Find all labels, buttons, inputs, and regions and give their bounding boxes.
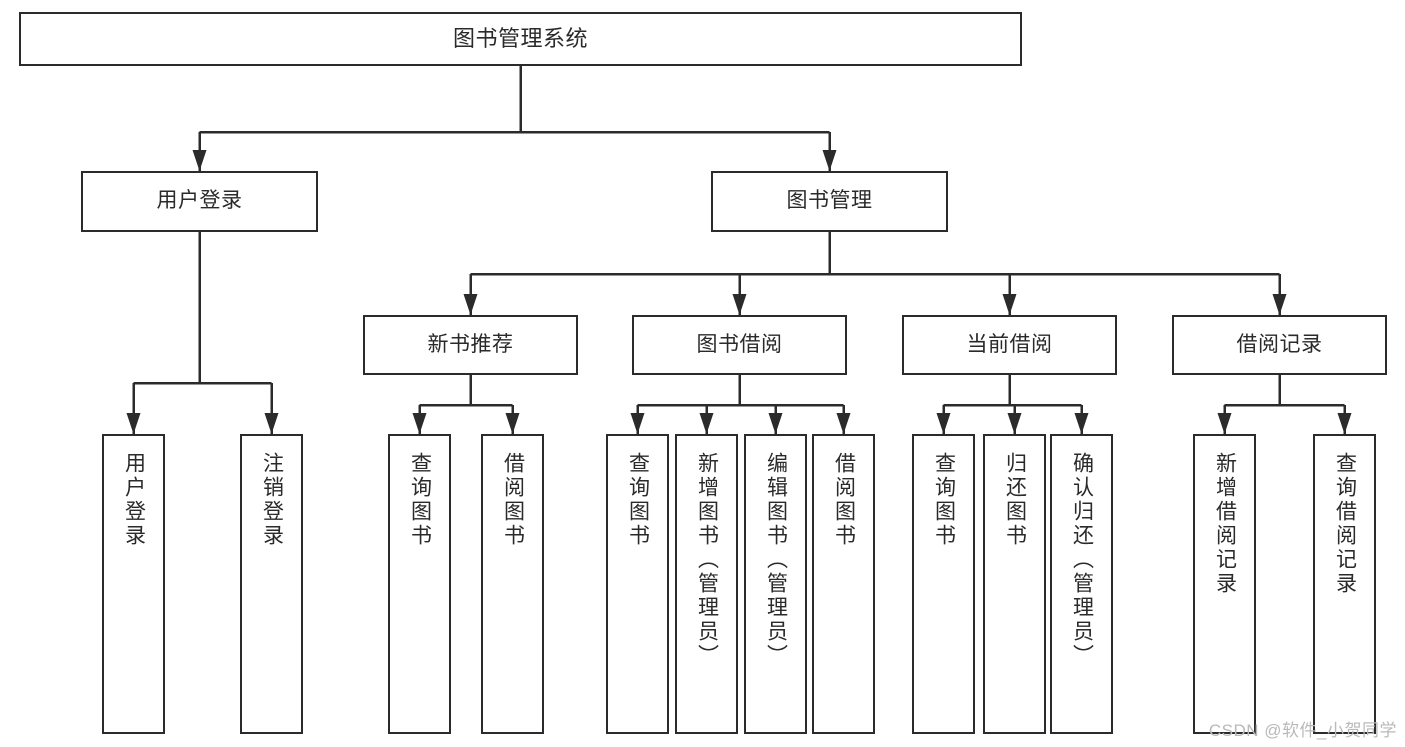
node-leaf-login-1[interactable]: 用户登录	[102, 434, 165, 734]
edge-arrowhead	[1074, 413, 1089, 434]
node-leaf-cur-3[interactable]: 确认归还（管理员）	[1050, 434, 1113, 734]
node-label: 新增图书（管理员）	[695, 452, 719, 668]
edge-arrowhead	[630, 413, 645, 434]
node-label: 查询借阅记录	[1333, 452, 1357, 596]
edge-arrowhead	[1002, 294, 1017, 315]
node-root[interactable]: 图书管理系统	[19, 12, 1022, 66]
node-bookmgmt[interactable]: 图书管理	[711, 171, 948, 232]
edge-arrowhead	[768, 413, 783, 434]
edge-arrowhead	[264, 413, 279, 434]
node-label: 归还图书	[1003, 452, 1027, 548]
node-leaf-bor-1[interactable]: 查询图书	[606, 434, 669, 734]
node-label: 新增借阅记录	[1213, 452, 1237, 596]
node-label: 查询图书	[932, 452, 956, 548]
node-label: 注销登录	[260, 452, 284, 548]
edge-arrowhead	[1272, 294, 1287, 315]
node-current[interactable]: 当前借阅	[902, 315, 1117, 375]
node-leaf-new-1[interactable]: 查询图书	[388, 434, 451, 734]
node-label: 借阅图书	[501, 452, 525, 548]
node-label: 查询图书	[408, 452, 432, 548]
node-borrow[interactable]: 图书借阅	[632, 315, 847, 375]
edge-arrowhead	[126, 413, 141, 434]
node-label: 借阅图书	[832, 452, 856, 548]
edge-arrowhead	[822, 150, 837, 171]
edge-arrowhead	[699, 413, 714, 434]
node-label: 编辑图书（管理员）	[764, 452, 788, 668]
node-label: 确认归还（管理员）	[1070, 452, 1094, 668]
node-label: 图书管理	[786, 189, 873, 213]
edge-arrowhead	[505, 413, 520, 434]
edge-arrowhead	[936, 413, 951, 434]
node-leaf-cur-2[interactable]: 归还图书	[983, 434, 1046, 734]
edge-arrowhead	[463, 294, 478, 315]
node-label: 借阅记录	[1236, 332, 1323, 356]
csdn-watermark: CSDN @软件_小贺同学	[1208, 721, 1397, 740]
node-label: 用户登录	[156, 189, 243, 213]
node-records[interactable]: 借阅记录	[1172, 315, 1387, 375]
node-leaf-rec-1[interactable]: 新增借阅记录	[1193, 434, 1256, 734]
node-leaf-new-2[interactable]: 借阅图书	[481, 434, 544, 734]
node-leaf-bor-4[interactable]: 借阅图书	[812, 434, 875, 734]
node-label: 用户登录	[122, 452, 146, 548]
edge-arrowhead	[732, 294, 747, 315]
node-leaf-login-2[interactable]: 注销登录	[240, 434, 303, 734]
edge-arrowhead	[412, 413, 427, 434]
node-leaf-cur-1[interactable]: 查询图书	[912, 434, 975, 734]
node-login[interactable]: 用户登录	[81, 171, 318, 232]
edge-arrowhead	[1217, 413, 1232, 434]
node-label: 图书管理系统	[452, 25, 588, 51]
node-leaf-rec-2[interactable]: 查询借阅记录	[1313, 434, 1376, 734]
edge-arrowhead	[836, 413, 851, 434]
node-label: 查询图书	[626, 452, 650, 548]
node-label: 新书推荐	[427, 332, 514, 356]
node-newbook[interactable]: 新书推荐	[363, 315, 578, 375]
node-leaf-bor-2[interactable]: 新增图书（管理员）	[675, 434, 738, 734]
edge-arrowhead	[1007, 413, 1022, 434]
node-label: 图书借阅	[696, 332, 783, 356]
edge-arrowhead	[192, 150, 207, 171]
node-label: 当前借阅	[966, 332, 1053, 356]
node-leaf-bor-3[interactable]: 编辑图书（管理员）	[744, 434, 807, 734]
edge-arrowhead	[1337, 413, 1352, 434]
